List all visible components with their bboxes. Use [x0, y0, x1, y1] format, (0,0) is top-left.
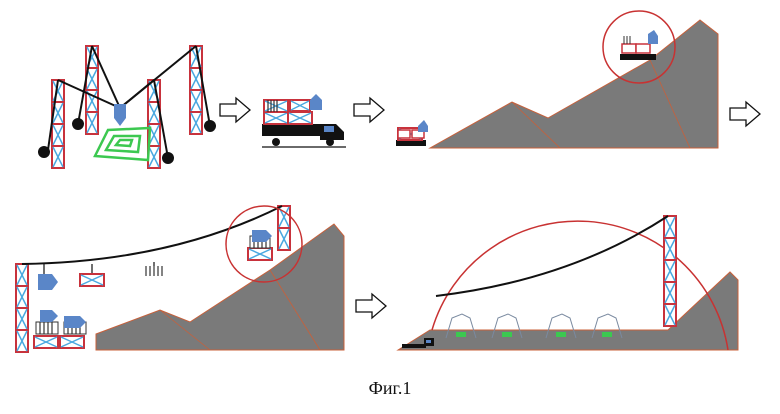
panel-truck-transport: [262, 94, 346, 147]
truck: [262, 124, 346, 147]
mast-right-inner: [148, 80, 160, 168]
process-arrow-3: [730, 102, 760, 126]
panel-mountain-delivery: [396, 11, 718, 148]
mast-right-outer: [190, 46, 202, 134]
mast-left-outer: [52, 80, 64, 168]
process-arrow-4: [356, 294, 386, 318]
green-coil: [95, 128, 150, 160]
process-arrow-2: [354, 98, 384, 122]
mast-left-inner: [86, 46, 98, 134]
ground-stack: [34, 310, 86, 348]
right-mast: [278, 206, 290, 250]
panel-crane-assembly: [38, 46, 216, 168]
small-vehicle-base: [396, 120, 428, 146]
tall-mast: [664, 216, 676, 326]
mountain-2: [96, 224, 344, 350]
panel-cable-installation: [16, 206, 344, 352]
figure-caption: Фиг.1: [0, 378, 780, 399]
suspended-payload: [114, 104, 126, 126]
summit-station: [248, 230, 272, 260]
dome-cable: [436, 216, 668, 296]
vehicle-on-summit: [620, 30, 658, 60]
left-mast: [16, 264, 28, 352]
panel-dome-deployment: [398, 216, 738, 350]
main-cable: [22, 206, 282, 264]
truck-cargo: [264, 94, 322, 124]
hanging-loads: [38, 262, 162, 290]
ground-plateau: [398, 272, 738, 350]
process-arrow-1: [220, 98, 250, 122]
